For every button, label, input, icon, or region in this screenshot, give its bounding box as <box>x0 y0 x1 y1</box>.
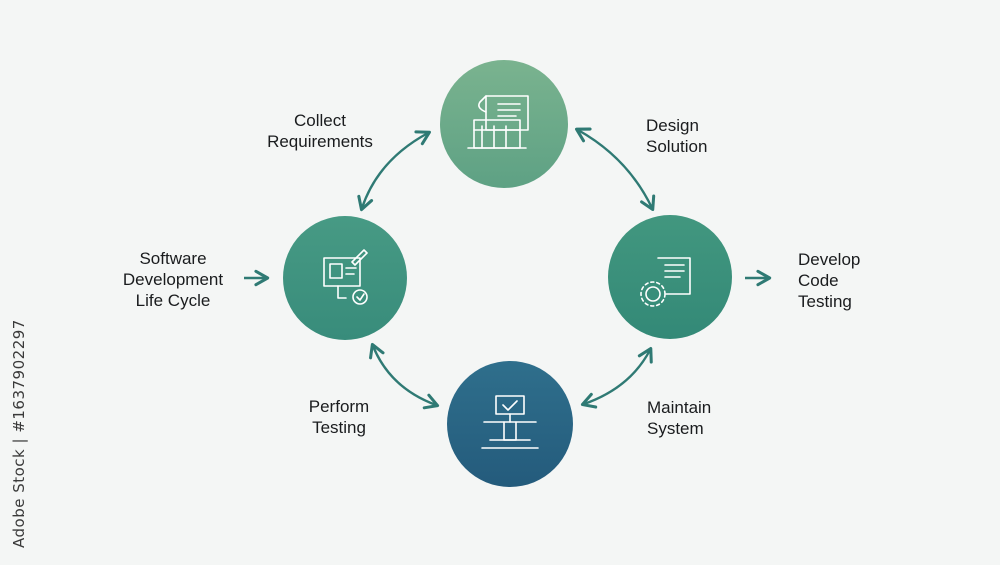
label-perform-testing: Perform Testing <box>288 396 390 438</box>
gear-document-icon <box>640 257 691 307</box>
monitor-desk-icon <box>481 395 539 449</box>
node-right <box>608 215 732 339</box>
arrow-left-to-top <box>357 130 431 212</box>
label-develop-code-testing: Develop Code Testing <box>798 249 860 312</box>
label-maintain-line1: Maintain <box>647 398 712 417</box>
arrow-left-to-bottom <box>369 342 440 410</box>
label-sdlc-line2: Development <box>122 270 224 289</box>
label-sdlc-line1: Software <box>139 249 207 268</box>
arrow-top-to-right <box>575 127 656 212</box>
node-collect-design <box>440 60 568 188</box>
label-collect-line2: Requirements <box>267 132 373 151</box>
node-left <box>283 216 407 340</box>
label-develop-line2: Code <box>798 271 839 290</box>
label-develop-line3: Testing <box>798 292 852 311</box>
label-design-line2: Solution <box>646 137 708 156</box>
label-develop-line1: Develop <box>798 250 861 269</box>
document-building-icon <box>467 95 529 149</box>
label-perform-line2: Testing <box>312 418 366 437</box>
arrow-right-to-bottom <box>580 347 653 409</box>
stock-watermark-side: Adobe Stock | #1637902297 <box>10 319 28 548</box>
design-board-icon <box>323 249 368 305</box>
label-design-solution: Design Solution <box>646 115 707 157</box>
label-collect-requirements: Collect Requirements <box>248 110 392 152</box>
label-maintain-line2: System <box>647 419 704 438</box>
label-maintain-system: Maintain System <box>647 397 711 439</box>
label-collect-line1: Collect <box>294 111 346 130</box>
label-perform-line1: Perform <box>308 397 370 416</box>
label-design-line1: Design <box>646 116 699 135</box>
label-sdlc-line3: Life Cycle <box>135 291 211 310</box>
node-bottom <box>447 361 573 487</box>
label-sdlc: Software Development Life Cycle <box>106 248 240 311</box>
